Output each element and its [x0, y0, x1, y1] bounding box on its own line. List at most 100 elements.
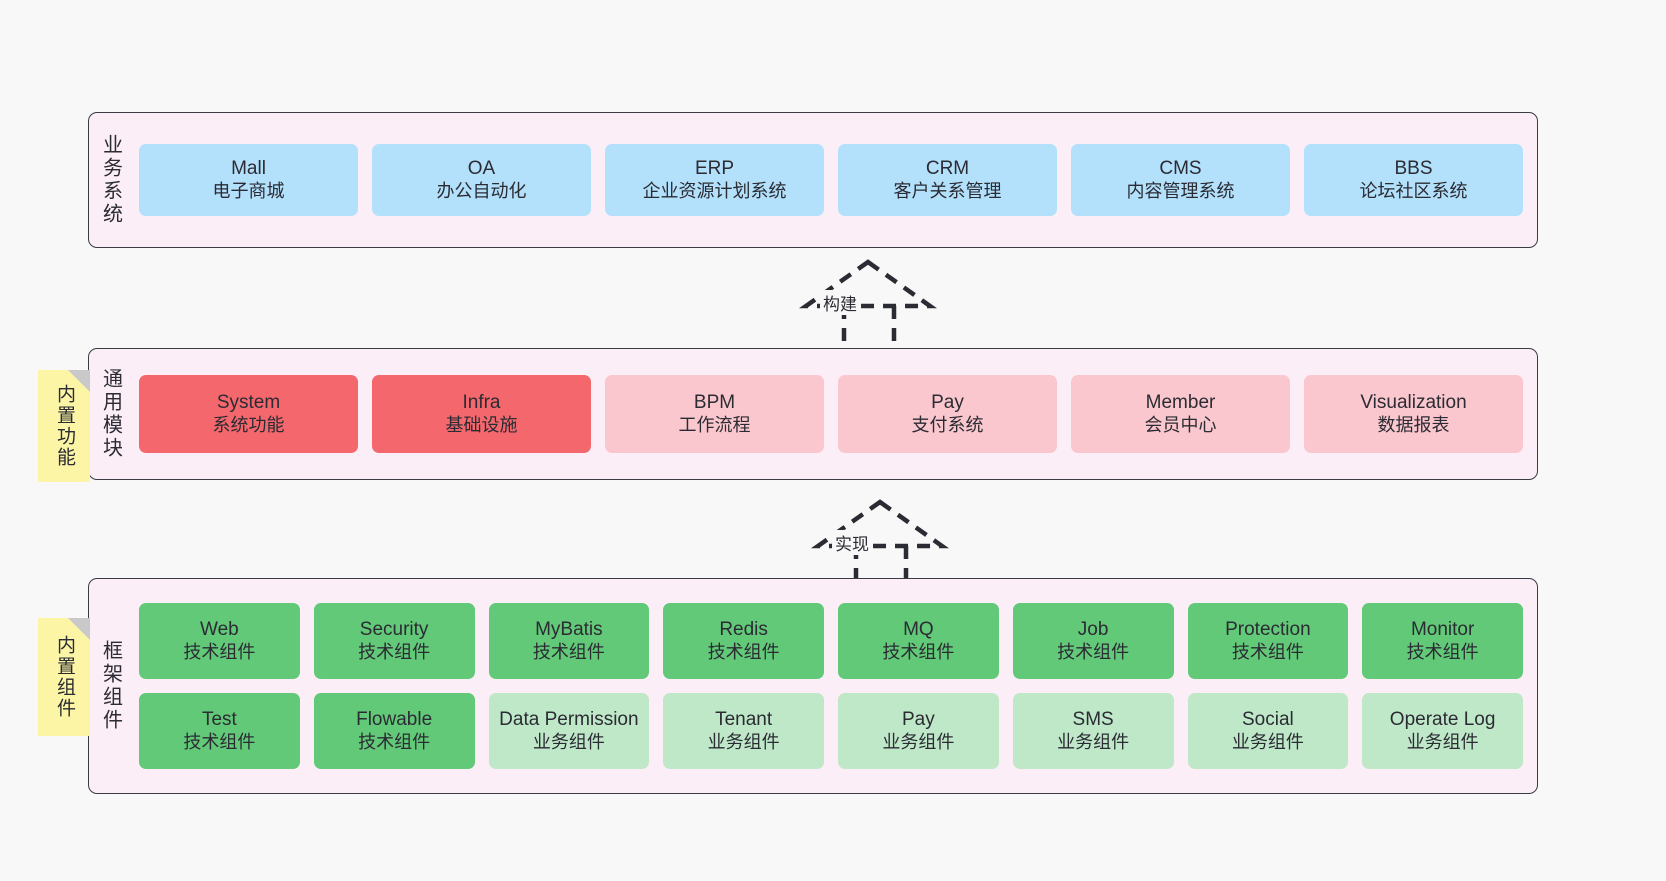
card-bbs-desc: 论坛社区系统: [1359, 180, 1468, 201]
card-social-desc: 业务组件: [1231, 731, 1304, 752]
layer-body-modules: System 系统功能 Infra 基础设施 BPM 工作流程 Pay 支付系统…: [131, 349, 1537, 479]
layer-framework-components: 框架组件 Web 技术组件 Security 技术组件 MyBatis 技术组件…: [88, 578, 1538, 794]
card-flowable-name: Flowable: [356, 709, 433, 731]
card-flowable[interactable]: Flowable 技术组件: [313, 693, 475, 769]
card-tenant[interactable]: Tenant 业务组件: [663, 693, 824, 769]
card-data-permission-name: Data Permission: [499, 709, 639, 731]
card-mall[interactable]: Mall 电子商城: [139, 144, 358, 216]
card-system-desc: 系统功能: [212, 414, 285, 435]
card-bbs[interactable]: BBS 论坛社区系统: [1304, 144, 1523, 216]
note-builtin-components-text: 内置组件: [53, 635, 75, 719]
card-pay-component[interactable]: Pay 业务组件: [838, 693, 999, 769]
card-operate-log-name: Operate Log: [1389, 709, 1496, 731]
card-test-desc: 技术组件: [183, 731, 256, 752]
card-cms-name: CMS: [1159, 158, 1202, 180]
modules-card-row: System 系统功能 Infra 基础设施 BPM 工作流程 Pay 支付系统…: [139, 375, 1523, 453]
connector-implement-label: 实现: [832, 530, 872, 555]
card-pay-module[interactable]: Pay 支付系统: [838, 375, 1057, 453]
card-sms-name: SMS: [1072, 709, 1114, 731]
card-job-desc: 技术组件: [1057, 641, 1130, 662]
card-crm-desc: 客户关系管理: [893, 180, 1002, 201]
connector-implement: 实现: [772, 496, 952, 588]
layer-title-business: 业务系统: [99, 134, 122, 226]
card-web-desc: 技术组件: [183, 641, 256, 662]
card-job-name: Job: [1077, 619, 1109, 641]
card-visualization[interactable]: Visualization 数据报表: [1304, 375, 1523, 453]
card-protection-name: Protection: [1225, 619, 1311, 641]
card-oa[interactable]: OA 办公自动化: [372, 144, 591, 216]
card-erp-name: ERP: [694, 158, 735, 180]
card-mq-desc: 技术组件: [882, 641, 955, 662]
card-protection-desc: 技术组件: [1231, 641, 1304, 662]
card-bpm[interactable]: BPM 工作流程: [605, 375, 824, 453]
card-oa-name: OA: [467, 158, 496, 180]
card-mybatis-name: MyBatis: [535, 619, 603, 641]
framework-card-row-2: Test 技术组件 Flowable 技术组件 Data Permission …: [139, 693, 1523, 769]
business-card-row: Mall 电子商城 OA 办公自动化 ERP 企业资源计划系统 CRM 客户关系…: [139, 144, 1523, 216]
card-bbs-name: BBS: [1394, 158, 1433, 180]
card-data-permission-desc: 业务组件: [532, 731, 605, 752]
card-mq-name: MQ: [903, 619, 934, 641]
card-infra-name: Infra: [462, 392, 501, 414]
card-test[interactable]: Test 技术组件: [139, 693, 300, 769]
card-monitor[interactable]: Monitor 技术组件: [1362, 603, 1523, 679]
card-monitor-desc: 技术组件: [1406, 641, 1479, 662]
card-flowable-desc: 技术组件: [358, 731, 431, 752]
card-web-name: Web: [200, 619, 239, 641]
card-security-desc: 技术组件: [358, 641, 431, 662]
card-crm[interactable]: CRM 客户关系管理: [838, 144, 1057, 216]
card-infra[interactable]: Infra 基础设施: [372, 375, 591, 453]
card-pay-module-desc: 支付系统: [911, 414, 984, 435]
note-fold-corner-icon: [68, 618, 90, 640]
layer-body-business: Mall 电子商城 OA 办公自动化 ERP 企业资源计划系统 CRM 客户关系…: [131, 113, 1537, 247]
card-mall-desc: 电子商城: [212, 180, 285, 201]
card-sms[interactable]: SMS 业务组件: [1012, 693, 1174, 769]
layer-title-modules: 通用模块: [99, 368, 122, 460]
layer-body-framework: Web 技术组件 Security 技术组件 MyBatis 技术组件 Redi…: [131, 579, 1537, 793]
card-redis-name: Redis: [719, 619, 768, 641]
card-protection[interactable]: Protection 技术组件: [1187, 603, 1349, 679]
card-security[interactable]: Security 技术组件: [313, 603, 475, 679]
layer-common-modules: 通用模块 System 系统功能 Infra 基础设施 BPM 工作流程 Pay…: [88, 348, 1538, 480]
card-erp[interactable]: ERP 企业资源计划系统: [605, 144, 824, 216]
card-sms-desc: 业务组件: [1057, 731, 1130, 752]
card-bpm-desc: 工作流程: [678, 414, 751, 435]
card-mybatis-desc: 技术组件: [532, 641, 605, 662]
card-infra-desc: 基础设施: [445, 414, 518, 435]
card-cms[interactable]: CMS 内容管理系统: [1071, 144, 1290, 216]
connector-build: 构建: [760, 256, 940, 348]
layer-business-systems: 业务系统 Mall 电子商城 OA 办公自动化 ERP 企业资源计划系统 CRM…: [88, 112, 1538, 248]
card-member-desc: 会员中心: [1144, 414, 1217, 435]
card-monitor-name: Monitor: [1410, 619, 1475, 641]
card-social-name: Social: [1242, 709, 1294, 731]
card-redis[interactable]: Redis 技术组件: [663, 603, 824, 679]
card-mq[interactable]: MQ 技术组件: [838, 603, 999, 679]
card-visualization-desc: 数据报表: [1377, 414, 1450, 435]
note-builtin-features-text: 内置功能: [53, 384, 75, 468]
card-redis-desc: 技术组件: [707, 641, 780, 662]
card-system-name: System: [216, 392, 281, 414]
card-web[interactable]: Web 技术组件: [139, 603, 300, 679]
card-member-name: Member: [1145, 392, 1216, 414]
card-member[interactable]: Member 会员中心: [1071, 375, 1290, 453]
card-visualization-name: Visualization: [1360, 392, 1467, 414]
card-test-name: Test: [201, 709, 237, 731]
card-tenant-desc: 业务组件: [707, 731, 780, 752]
card-job[interactable]: Job 技术组件: [1012, 603, 1174, 679]
card-social[interactable]: Social 业务组件: [1187, 693, 1349, 769]
card-tenant-name: Tenant: [715, 709, 773, 731]
card-system[interactable]: System 系统功能: [139, 375, 358, 453]
card-operate-log-desc: 业务组件: [1406, 731, 1479, 752]
card-mybatis[interactable]: MyBatis 技术组件: [488, 603, 650, 679]
card-crm-name: CRM: [925, 158, 970, 180]
card-operate-log[interactable]: Operate Log 业务组件: [1362, 693, 1523, 769]
card-security-name: Security: [359, 619, 429, 641]
connector-build-label: 构建: [820, 290, 860, 315]
card-erp-desc: 企业资源计划系统: [642, 180, 787, 201]
card-mall-name: Mall: [231, 158, 266, 180]
card-data-permission[interactable]: Data Permission 业务组件: [488, 693, 650, 769]
card-pay-component-desc: 业务组件: [882, 731, 955, 752]
card-cms-desc: 内容管理系统: [1126, 180, 1235, 201]
card-oa-desc: 办公自动化: [436, 180, 527, 201]
